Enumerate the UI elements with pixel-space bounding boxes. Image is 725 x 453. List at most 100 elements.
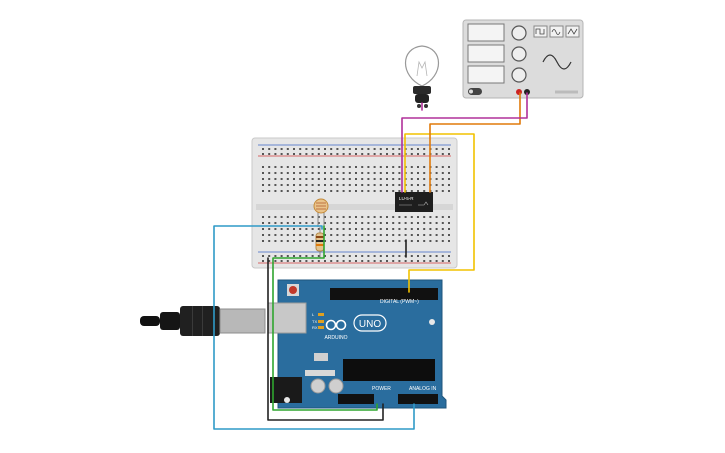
breadboard-hole (386, 172, 388, 174)
breadboard-hole (262, 172, 264, 174)
breadboard-hole (293, 172, 295, 174)
breadboard-hole (435, 184, 438, 186)
breadboard-hole (299, 222, 302, 224)
breadboard-hole (435, 172, 438, 174)
breadboard-hole (410, 184, 413, 186)
breadboard-hole (274, 255, 277, 257)
breadboard-hole (317, 178, 320, 180)
breadboard-hole (274, 240, 277, 242)
breadboard-hole (286, 234, 289, 236)
reset-button[interactable] (289, 286, 297, 294)
usb-port (267, 302, 307, 334)
breadboard-hole (404, 222, 407, 224)
breadboard-hole (336, 184, 339, 186)
breadboard-hole (336, 260, 339, 262)
breadboard-hole (361, 166, 364, 168)
breadboard-hole (410, 240, 413, 242)
breadboard-hole (324, 216, 326, 218)
breadboard-hole (441, 184, 444, 186)
breadboard-hole (324, 166, 326, 168)
supply-knob-2[interactable] (511, 46, 527, 62)
breadboard-hole (280, 240, 283, 242)
breadboard-hole (435, 178, 438, 180)
breadboard-hole (417, 190, 419, 192)
breadboard-hole (410, 148, 413, 150)
breadboard-hole (268, 148, 271, 150)
breadboard-hole (268, 216, 271, 218)
breadboard-hole (268, 172, 271, 174)
breadboard-hole (336, 178, 339, 180)
uno-badge (353, 314, 387, 332)
breadboard-hole (286, 184, 289, 186)
breadboard-hole (286, 172, 289, 174)
sine-wave-button[interactable] (549, 25, 564, 38)
breadboard-hole (293, 216, 295, 218)
breadboard-hole (305, 172, 308, 174)
breadboard-hole (286, 240, 289, 242)
breadboard-hole (404, 216, 407, 218)
breadboard-hole (280, 216, 283, 218)
breadboard-hole (305, 234, 308, 236)
breadboard-hole (392, 240, 395, 242)
breadboard-hole (305, 184, 308, 186)
breadboard-hole (361, 228, 364, 230)
breadboard-hole (435, 255, 438, 257)
breadboard-hole (448, 228, 450, 230)
breadboard-hole (410, 166, 413, 168)
breadboard-hole (324, 222, 326, 224)
breadboard-hole (268, 260, 271, 262)
breadboard-hole (336, 222, 339, 224)
breadboard-hole (280, 234, 283, 236)
breadboard-hole (336, 172, 339, 174)
breadboard-hole (355, 222, 357, 224)
breadboard-hole (392, 260, 395, 262)
breadboard-hole (262, 148, 264, 150)
supply-knob-1[interactable] (511, 25, 527, 41)
breadboard-hole (361, 148, 364, 150)
atmega-chip (343, 359, 435, 381)
breadboard-hole (361, 260, 364, 262)
breadboard-hole (286, 166, 289, 168)
breadboard-hole (355, 148, 357, 150)
breadboard-hole (379, 178, 382, 180)
breadboard-hole (262, 260, 264, 262)
breadboard-hole (299, 260, 302, 262)
analog-label: ANALOG IN (409, 386, 437, 392)
breadboard-hole (441, 178, 444, 180)
arduino-uno: DIGITAL (PWM~) POWER ANALOG IN ARDUINO U… (267, 279, 447, 409)
breadboard-hole (441, 234, 444, 236)
breadboard-hole (348, 222, 351, 224)
arduino-logo: ARDUINO (324, 319, 348, 341)
supply-knob-3[interactable] (511, 67, 527, 83)
breadboard-hole (293, 228, 295, 230)
breadboard-hole (342, 222, 345, 224)
breadboard-hole (435, 234, 438, 236)
breadboard-hole (448, 148, 450, 150)
breadboard-hole (441, 216, 444, 218)
breadboard-hole (311, 153, 314, 155)
breadboard-hole (274, 234, 277, 236)
breadboard-hole (417, 148, 419, 150)
breadboard-hole (342, 172, 345, 174)
breadboard-hole (417, 255, 419, 257)
relay-label: LU-5-R (399, 196, 414, 201)
breadboard-hole (423, 148, 426, 150)
photoresistor (313, 198, 329, 227)
breadboard-hole (441, 255, 444, 257)
breadboard-hole (342, 255, 345, 257)
breadboard-hole (441, 240, 444, 242)
breadboard-hole (268, 228, 271, 230)
breadboard-hole (417, 166, 419, 168)
square-wave-button[interactable] (533, 25, 548, 38)
usb-cable (140, 306, 266, 336)
breadboard-hole (348, 234, 351, 236)
breadboard-hole (398, 178, 401, 180)
breadboard-hole (274, 166, 277, 168)
wire-green (272, 225, 378, 411)
breadboard-hole (386, 255, 388, 257)
power-header (338, 394, 374, 404)
breadboard-hole (262, 178, 264, 180)
breadboard-hole (392, 255, 395, 257)
breadboard-hole (386, 178, 388, 180)
breadboard-hole (342, 260, 345, 262)
